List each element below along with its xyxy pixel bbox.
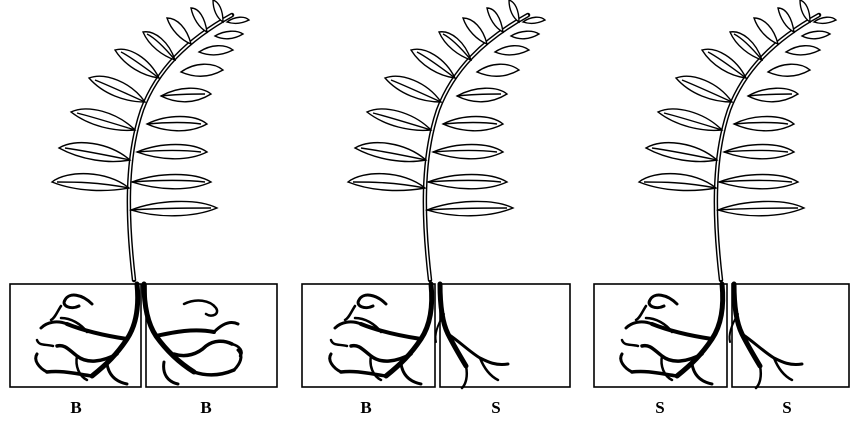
label-right-1: B [200,398,211,417]
pot-right-3 [732,284,849,387]
panel-1: B B [10,0,277,417]
plant-shoot-2 [348,0,545,280]
plant-shoot-3 [639,0,836,280]
pot-left-3 [594,284,727,387]
label-left-3: S [655,398,664,417]
pot-left-1 [10,284,141,387]
panel-2: B S [302,0,570,417]
roots-right-2 [435,284,508,388]
pot-right-2 [440,284,570,387]
plant-shoot-1 [52,0,249,280]
roots-left-1 [36,284,138,384]
roots-left-3 [621,284,723,384]
label-right-2: S [491,398,500,417]
panel-3: S S [594,0,849,417]
label-right-3: S [782,398,791,417]
label-left-1: B [70,398,81,417]
roots-right-1 [144,284,242,384]
roots-right-3 [729,284,802,388]
label-left-2: B [360,398,371,417]
roots-left-2 [330,284,432,384]
